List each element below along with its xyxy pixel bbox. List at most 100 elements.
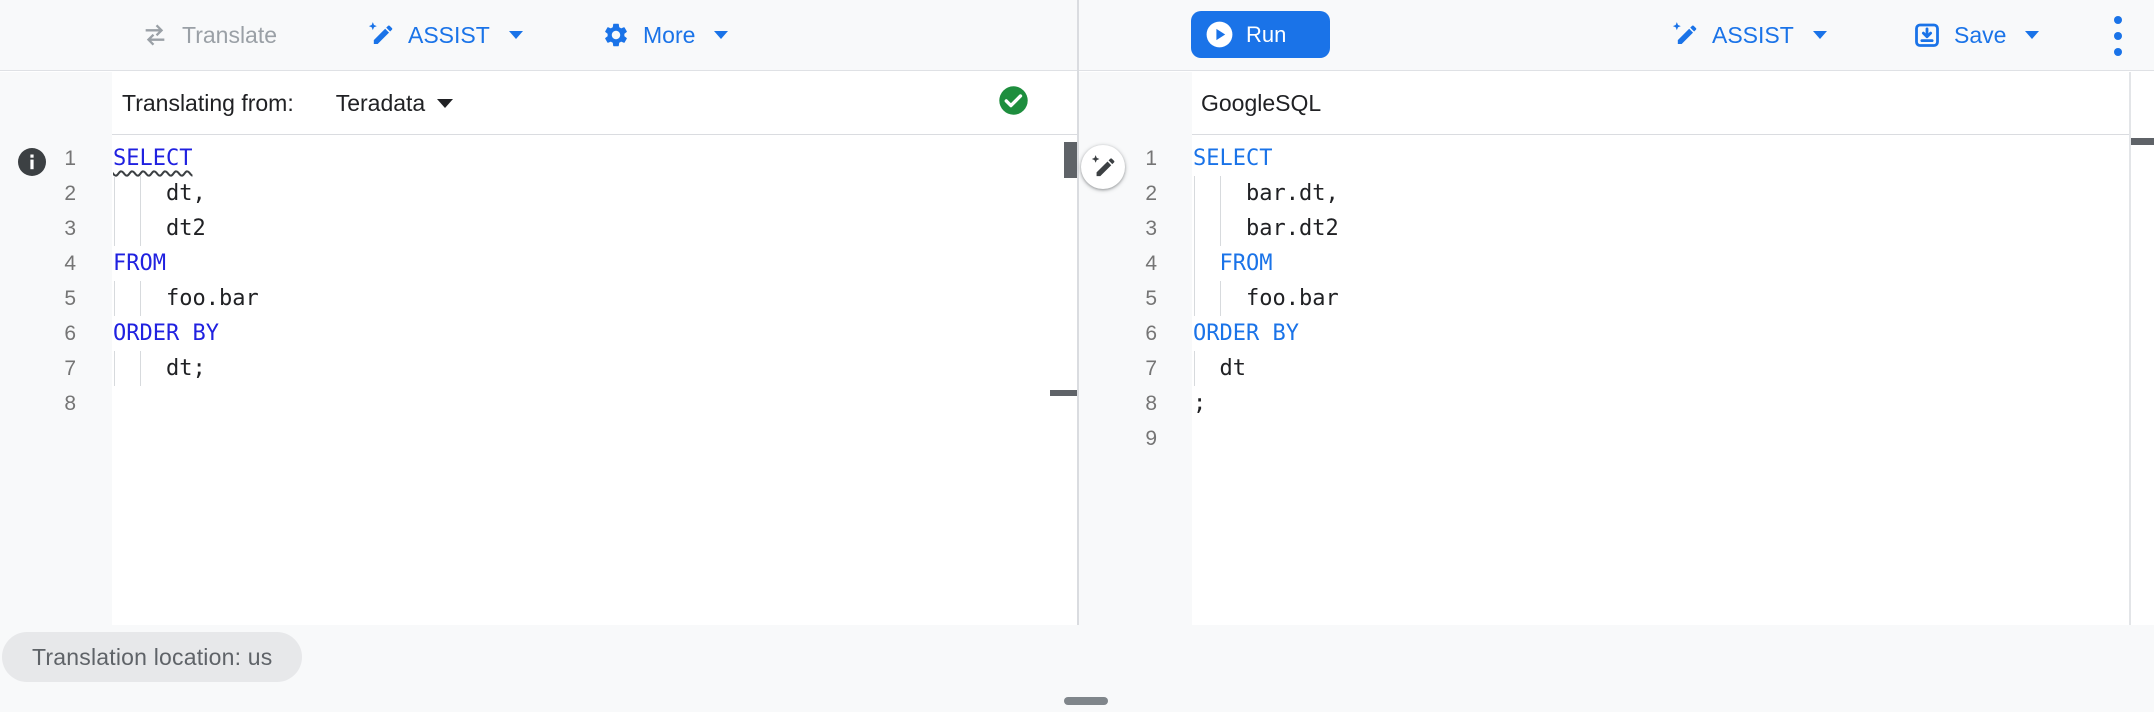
sql-text: dt [1219, 356, 1247, 381]
save-label: Save [1954, 21, 2007, 48]
indent-guide [113, 281, 115, 316]
sql-text: dt2 [165, 216, 206, 241]
target-dialect-label: GoogleSQL [1201, 89, 1322, 116]
save-tray-icon [1915, 23, 1939, 47]
sql-keyword: FROM [1219, 251, 1273, 276]
line-number: 8 [1145, 392, 1157, 415]
code-line: foo.bar [1193, 281, 2123, 316]
indent-guide [139, 176, 141, 211]
run-label: Run [1246, 21, 1287, 47]
code-line: dt [1193, 351, 2123, 386]
assist-left-button[interactable]: ASSIST [367, 0, 523, 70]
chevron-down-icon [714, 31, 729, 39]
check-circle-icon [999, 86, 1028, 115]
sql-text: dt, [165, 181, 206, 206]
line-number: 1 [64, 147, 76, 170]
code-line: ORDER BY [113, 316, 1063, 351]
line-number: 5 [1145, 287, 1157, 310]
indent-guide [139, 351, 141, 386]
bottom-drag-handle[interactable] [1064, 697, 1108, 705]
line-number: 8 [64, 392, 76, 415]
line-number: 7 [64, 357, 76, 380]
line-number: 9 [1145, 427, 1157, 450]
ai-pen-icon [1091, 154, 1114, 176]
line-number: 3 [1145, 217, 1157, 240]
indent-guide [139, 281, 141, 316]
chevron-down-icon [1812, 31, 1827, 39]
indent-guide [1193, 211, 1195, 246]
source-dialect-dropdown[interactable]: Teradata [336, 90, 454, 117]
line-number: 4 [1145, 252, 1157, 275]
code-line [1193, 421, 2123, 456]
assist-floating-button[interactable] [1081, 145, 1125, 189]
chevron-down-icon [508, 31, 523, 39]
line-number: 3 [64, 217, 76, 240]
info-badge[interactable] [18, 148, 46, 176]
code-line: FROM [1193, 246, 2123, 281]
left-editor-scrollbar-thumb[interactable] [1064, 142, 1077, 178]
code-line: dt; [113, 351, 1063, 386]
line-number: 2 [1145, 182, 1157, 205]
code-line: ; [1193, 386, 2123, 421]
right-editor-scrollbar-thumb[interactable] [2131, 138, 2154, 145]
translating-from-label: Translating from: [122, 89, 294, 116]
save-button[interactable]: Save [1913, 0, 2040, 70]
sql-text: ; [1193, 391, 1207, 416]
translate-button[interactable]: Translate [141, 0, 277, 70]
translate-label: Translate [182, 21, 278, 48]
assist-right-button[interactable]: ASSIST [1671, 0, 1827, 70]
ai-pen-icon [368, 22, 393, 44]
indent-guide [1219, 176, 1221, 211]
panel-divider [1077, 0, 1079, 625]
sql-text: dt; [165, 356, 206, 381]
right-scrollbar-track [2129, 72, 2131, 625]
chevron-down-icon [437, 98, 454, 108]
right-line-numbers: 1 2 3 4 5 6 7 8 9 [1079, 141, 1157, 456]
source-dialect-value: Teradata [335, 89, 426, 116]
sql-text: foo.bar [165, 286, 259, 311]
split-drag-handle[interactable] [1050, 390, 1077, 396]
assist-right-label: ASSIST [1712, 21, 1794, 48]
code-line: SELECT [113, 141, 1063, 176]
overflow-menu-button[interactable] [2103, 13, 2133, 59]
line-number: 2 [64, 182, 76, 205]
info-circle-icon [18, 148, 46, 176]
gear-icon [605, 23, 627, 47]
sql-keyword: FROM [113, 251, 166, 276]
sql-text: bar.dt, [1245, 181, 1339, 206]
sql-keyword: ORDER BY [1193, 321, 1299, 346]
indent-guide [1193, 281, 1195, 316]
line-number: 6 [64, 322, 76, 345]
indent-guide [1193, 246, 1195, 281]
sql-keyword: ORDER BY [113, 321, 219, 346]
swap-arrows-icon [145, 24, 165, 46]
more-button[interactable]: More [602, 0, 729, 70]
left-editor-header: Translating from: Teradata [112, 72, 1077, 135]
indent-guide [139, 211, 141, 246]
code-line: bar.dt, [1193, 176, 2123, 211]
chevron-down-icon [2025, 31, 2040, 39]
indent-guide [113, 211, 115, 246]
code-line: dt2 [113, 211, 1063, 246]
code-line: FROM [113, 246, 1063, 281]
line-number: 1 [1145, 147, 1157, 170]
code-line: ORDER BY [1193, 316, 2123, 351]
code-line [113, 386, 1063, 421]
code-line: foo.bar [113, 281, 1063, 316]
right-editor-header: GoogleSQL [1192, 72, 2129, 135]
line-number: 7 [1145, 357, 1157, 380]
indent-guide [113, 176, 115, 211]
indent-guide [1193, 176, 1195, 211]
translation-location-chip: Translation location: us [2, 632, 303, 682]
sql-text: bar.dt2 [1245, 216, 1339, 241]
indent-guide [1219, 281, 1221, 316]
more-label: More [643, 21, 696, 48]
run-button[interactable]: Run [1191, 11, 1330, 58]
play-circle-icon [1206, 21, 1233, 48]
line-number: 6 [1145, 322, 1157, 345]
indent-guide [113, 351, 115, 386]
